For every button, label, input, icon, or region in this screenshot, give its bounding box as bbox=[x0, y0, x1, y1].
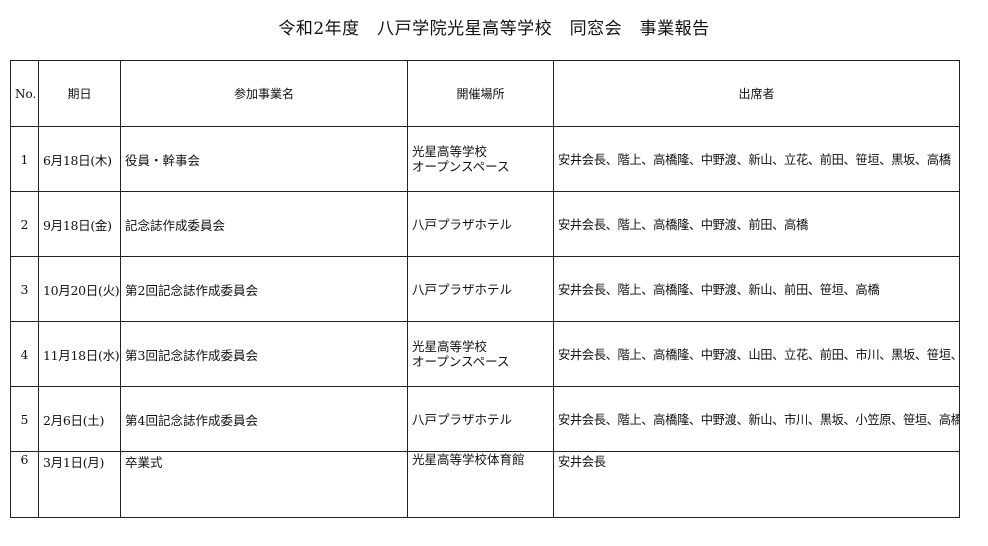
report-table: No. 期日 参加事業名 開催場所 出席者 1 6月18日(木) 役員・幹事会 … bbox=[10, 60, 960, 518]
row-no: 2 bbox=[10, 191, 39, 257]
table-row: 4 11月18日(水) 第3回記念誌作成委員会 光星高等学校 オープンスペース … bbox=[10, 321, 960, 387]
row-venue: 光星高等学校 オープンスペース bbox=[407, 321, 554, 387]
row-event: 第2回記念誌作成委員会 bbox=[120, 256, 408, 322]
header-attendees: 出席者 bbox=[553, 60, 960, 127]
row-attendees: 安井会長、階上、高橋隆、中野渡、山田、立花、前田、市川、黒坂、笹垣、高橋 bbox=[553, 321, 960, 387]
page-title: 令和2年度 八戸学院光星高等学校 同窓会 事業報告 bbox=[278, 19, 710, 39]
row-attendees: 安井会長、階上、高橋隆、中野渡、新山、前田、笹垣、高橋 bbox=[553, 256, 960, 322]
row-event: 第3回記念誌作成委員会 bbox=[120, 321, 408, 387]
venue-line: オープンスペース bbox=[412, 159, 510, 174]
row-date: 6月18日(木) bbox=[38, 126, 121, 192]
venue-line: 光星高等学校体育館 bbox=[412, 452, 525, 468]
row-event: 役員・幹事会 bbox=[120, 126, 408, 192]
row-venue: 八戸プラザホテル bbox=[407, 386, 554, 452]
row-date: 9月18日(金) bbox=[38, 191, 121, 257]
table-header-row: No. 期日 参加事業名 開催場所 出席者 bbox=[10, 60, 960, 127]
venue-line: 光星高等学校 bbox=[412, 339, 488, 354]
header-venue: 開催場所 bbox=[407, 60, 554, 127]
row-no: 5 bbox=[10, 386, 39, 452]
venue-line: 八戸プラザホテル bbox=[412, 411, 513, 427]
table-row: 5 2月6日(土) 第4回記念誌作成委員会 八戸プラザホテル 安井会長、階上、高… bbox=[10, 386, 960, 452]
row-event: 卒業式 bbox=[120, 451, 408, 518]
row-no: 6 bbox=[10, 451, 39, 518]
row-venue: 八戸プラザホテル bbox=[407, 256, 554, 322]
table-row: 1 6月18日(木) 役員・幹事会 光星高等学校 オープンスペース 安井会長、階… bbox=[10, 126, 960, 192]
row-event: 第4回記念誌作成委員会 bbox=[120, 386, 408, 452]
header-no: No. bbox=[10, 60, 39, 127]
row-date: 2月6日(土) bbox=[38, 386, 121, 452]
row-attendees: 安井会長、階上、高橋隆、中野渡、新山、立花、前田、笹垣、黒坂、高橋 bbox=[553, 126, 960, 192]
row-date: 11月18日(水) bbox=[38, 321, 121, 387]
table-row: 3 10月20日(火) 第2回記念誌作成委員会 八戸プラザホテル 安井会長、階上… bbox=[10, 256, 960, 322]
table-row: 6 3月1日(月) 卒業式 光星高等学校体育館 安井会長 bbox=[10, 451, 960, 518]
row-no: 4 bbox=[10, 321, 39, 387]
header-event: 参加事業名 bbox=[120, 60, 408, 127]
venue-line: 八戸プラザホテル bbox=[412, 216, 513, 232]
venue-line: 光星高等学校 bbox=[412, 144, 488, 159]
table-row: 2 9月18日(金) 記念誌作成委員会 八戸プラザホテル 安井会長、階上、高橋隆… bbox=[10, 191, 960, 257]
venue-line: 八戸プラザホテル bbox=[412, 281, 513, 297]
row-attendees: 安井会長、階上、高橋隆、中野渡、新山、市川、黒坂、小笠原、笹垣、高橋 bbox=[553, 386, 960, 452]
venue-line: オープンスペース bbox=[412, 354, 510, 369]
row-venue: 光星高等学校体育館 bbox=[407, 451, 554, 518]
row-venue: 光星高等学校 オープンスペース bbox=[407, 126, 554, 192]
row-attendees: 安井会長、階上、高橋隆、中野渡、前田、高橋 bbox=[553, 191, 960, 257]
row-no: 1 bbox=[10, 126, 39, 192]
header-date: 期日 bbox=[38, 60, 121, 127]
row-date: 10月20日(火) bbox=[38, 256, 121, 322]
row-no: 3 bbox=[10, 256, 39, 322]
row-attendees: 安井会長 bbox=[553, 451, 960, 518]
row-date: 3月1日(月) bbox=[38, 451, 121, 518]
row-venue: 八戸プラザホテル bbox=[407, 191, 554, 257]
row-event: 記念誌作成委員会 bbox=[120, 191, 408, 257]
